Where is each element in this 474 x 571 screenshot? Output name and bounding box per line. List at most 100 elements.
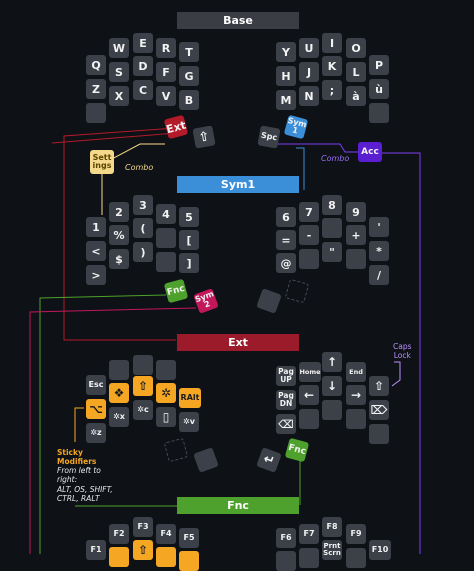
key [322, 400, 342, 420]
key: F10 [369, 540, 391, 560]
key: N [299, 86, 319, 106]
key: L [346, 62, 366, 82]
sticky-modifiers-note: From left to right: ALT, OS, SHIFT, CTRL… [57, 466, 113, 504]
key [86, 103, 106, 123]
key: 8 [322, 195, 342, 215]
undo-key: ✲z [86, 423, 106, 443]
key [109, 360, 129, 380]
ext-layer-title: Ext [177, 334, 299, 351]
key: > [86, 265, 106, 285]
key [299, 409, 319, 429]
base-layer-title: Base [177, 12, 299, 29]
key: ( [133, 218, 153, 238]
fnc-layer-title: Fnc [177, 497, 299, 514]
key [156, 547, 176, 567]
combo-label-right: Combo [321, 154, 350, 163]
key [156, 360, 176, 380]
key: < [86, 241, 106, 261]
key: ; [322, 80, 342, 100]
key: - [299, 225, 319, 245]
key: D [133, 56, 153, 76]
os-key: ❖ [109, 383, 129, 403]
key [109, 547, 129, 567]
key: 7 [299, 202, 319, 222]
key: G [179, 66, 199, 86]
key: ) [133, 242, 153, 262]
key [299, 548, 319, 568]
key: ' [369, 217, 389, 237]
key: C [133, 80, 153, 100]
key: H [276, 66, 296, 86]
key: F7 [299, 524, 319, 544]
cut-key: ✲x [109, 407, 129, 427]
home-key: Home [299, 362, 321, 382]
combo-label-left: Combo [125, 163, 154, 172]
up-key: ↑ [322, 352, 342, 372]
key: K [322, 56, 342, 76]
key: F8 [322, 517, 342, 537]
key: 4 [156, 204, 176, 224]
key: U [299, 38, 319, 58]
key: W [109, 38, 129, 58]
settings-combo-key: Sett ings [90, 150, 114, 174]
key: P [369, 55, 389, 75]
left-key: ← [299, 385, 319, 405]
esc-key: Esc [86, 375, 106, 395]
sticky-modifiers-title: Sticky Modifiers [57, 448, 97, 467]
acc-combo-key: Acc [358, 142, 382, 162]
key: 1 [86, 217, 106, 237]
alt-key: ⌥ [86, 399, 106, 419]
shift-key: ⇧ [133, 376, 153, 396]
shift-thumb-key: ⇧ [192, 125, 216, 149]
key: ù [369, 79, 389, 99]
key: F5 [179, 528, 199, 548]
key: F1 [86, 540, 106, 560]
key: M [276, 90, 296, 110]
key: J [299, 62, 319, 82]
end-key: End [346, 362, 366, 382]
key: ⇧ [133, 540, 153, 560]
key: 3 [133, 195, 153, 215]
key: S [109, 62, 129, 82]
key [369, 424, 389, 444]
key: I [322, 33, 342, 53]
key: % [109, 225, 129, 245]
caps-lock-label: Caps Lock [393, 342, 412, 361]
key: 6 [276, 207, 296, 227]
key: E [133, 33, 153, 53]
key: * [369, 241, 389, 261]
key: B [179, 90, 199, 110]
key [276, 551, 296, 571]
key: F4 [156, 524, 176, 544]
key: F6 [276, 528, 296, 548]
key: + [346, 225, 366, 245]
print-screen-key: Prnt Scrn [322, 540, 342, 560]
key: ] [179, 253, 199, 273]
key: V [156, 86, 176, 106]
key: F2 [109, 524, 129, 544]
key: O [346, 38, 366, 58]
key: 2 [109, 202, 129, 222]
key [156, 252, 176, 272]
paste-key: ✲v [179, 412, 199, 432]
key [133, 355, 153, 375]
ralt-key: RAlt [179, 388, 201, 408]
key [179, 551, 199, 571]
page-up-key: Pag UP [276, 366, 296, 386]
key [369, 103, 389, 123]
key: = [276, 230, 296, 250]
key: / [369, 265, 389, 285]
key: $ [109, 249, 129, 269]
key: F3 [133, 517, 153, 537]
key: 9 [346, 202, 366, 222]
right-key: → [346, 385, 366, 405]
key: 5 [179, 207, 199, 227]
key [156, 228, 176, 248]
key [299, 249, 319, 269]
sym1-layer-title: Sym1 [177, 176, 299, 193]
caps-shift-key: ⇧ [369, 376, 389, 396]
copy-key: ✲c [133, 400, 153, 420]
key: Q [86, 55, 106, 75]
key: @ [276, 253, 296, 273]
key: R [156, 38, 176, 58]
